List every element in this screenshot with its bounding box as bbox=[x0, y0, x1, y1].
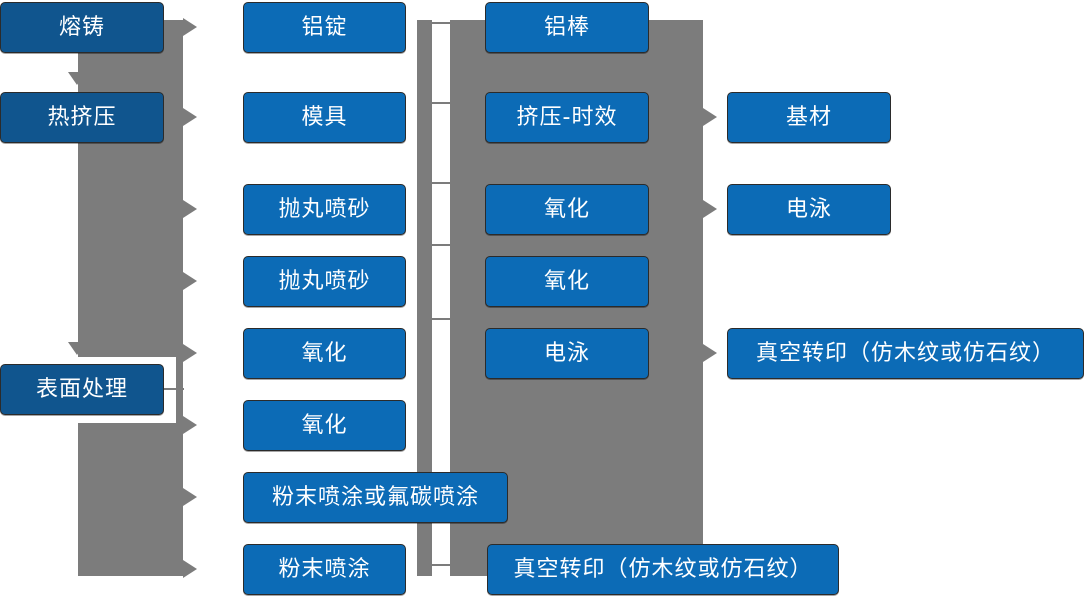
step-electrophoresis-label: 电泳 bbox=[543, 340, 590, 366]
input-die-mold[interactable]: 模具 bbox=[243, 92, 406, 143]
input-powder-coating-label: 粉末喷涂 bbox=[278, 556, 371, 582]
tie-electrophoresis bbox=[432, 318, 454, 320]
arrow-to-shot-blasting-1 bbox=[183, 200, 197, 218]
input-oxidation-1-label: 氧化 bbox=[301, 340, 348, 366]
stage-hot-extrusion-label: 热挤压 bbox=[47, 104, 117, 130]
step-oxidation-2[interactable]: 氧化 bbox=[485, 256, 649, 307]
step-extrusion-aging[interactable]: 挤压-时效 bbox=[485, 92, 649, 143]
input-shot-blasting-2-label: 抛丸喷砂 bbox=[278, 268, 371, 294]
input-oxidation-1[interactable]: 氧化 bbox=[243, 328, 406, 379]
input-shot-blasting-1-label: 抛丸喷砂 bbox=[278, 196, 371, 222]
step-vacuum-transfer-print-label: 真空转印（仿木纹或仿石纹） bbox=[513, 556, 813, 582]
arrow-to-powder-or-pvdf-coating bbox=[183, 488, 197, 506]
output-substrate[interactable]: 基材 bbox=[727, 92, 891, 143]
tie-extrusion-aging bbox=[432, 102, 454, 104]
output-electrophoresis-label: 电泳 bbox=[785, 196, 832, 222]
connector-trunk-left-lower bbox=[176, 357, 183, 423]
arrow-to-substrate bbox=[703, 108, 717, 126]
input-oxidation-2-label: 氧化 bbox=[301, 412, 348, 438]
output-vacuum-transfer-print[interactable]: 真空转印（仿木纹或仿石纹） bbox=[727, 328, 1084, 379]
input-shot-blasting-2[interactable]: 抛丸喷砂 bbox=[243, 256, 406, 307]
stage-hot-extrusion[interactable]: 热挤压 bbox=[0, 92, 164, 143]
step-aluminum-rod-label: 铝棒 bbox=[543, 14, 590, 40]
arrow-down-melting-to-extrusion bbox=[68, 72, 86, 85]
input-die-mold-label: 模具 bbox=[301, 104, 348, 130]
input-aluminum-ingot-label: 铝锭 bbox=[301, 14, 348, 40]
arrow-to-aluminum-ingot bbox=[183, 18, 197, 36]
arrow-to-die-mold bbox=[183, 108, 197, 126]
input-powder-or-pvdf-coating-label: 粉末喷涂或氟碳喷涂 bbox=[271, 484, 479, 510]
tie-oxidation-2 bbox=[432, 244, 454, 246]
input-aluminum-ingot[interactable]: 铝锭 bbox=[243, 2, 406, 53]
step-oxidation-2-label: 氧化 bbox=[543, 268, 590, 294]
arrow-to-powder-coating bbox=[183, 560, 197, 578]
arrow-to-shot-blasting-2 bbox=[183, 272, 197, 290]
arrow-to-vacuum-transfer-output bbox=[703, 344, 717, 362]
step-vacuum-transfer-print[interactable]: 真空转印（仿木纹或仿石纹） bbox=[487, 544, 839, 595]
connector-surface-treatment-stub bbox=[164, 388, 184, 390]
step-aluminum-rod[interactable]: 铝棒 bbox=[485, 2, 649, 53]
step-oxidation-1-label: 氧化 bbox=[543, 196, 590, 222]
tie-vacuum-transfer bbox=[432, 564, 454, 566]
output-electrophoresis[interactable]: 电泳 bbox=[727, 184, 891, 235]
stage-surface-treatment[interactable]: 表面处理 bbox=[0, 364, 164, 415]
stage-surface-treatment-label: 表面处理 bbox=[35, 376, 128, 402]
arrow-to-oxidation-2 bbox=[183, 416, 197, 434]
step-extrusion-aging-label: 挤压-时效 bbox=[516, 104, 618, 130]
output-vacuum-transfer-print-label: 真空转印（仿木纹或仿石纹） bbox=[755, 340, 1055, 366]
input-powder-coating[interactable]: 粉末喷涂 bbox=[243, 544, 406, 595]
input-oxidation-2[interactable]: 氧化 bbox=[243, 400, 406, 451]
input-powder-or-pvdf-coating[interactable]: 粉末喷涂或氟碳喷涂 bbox=[243, 472, 508, 523]
output-substrate-label: 基材 bbox=[785, 104, 832, 130]
arrow-to-oxidation-1 bbox=[183, 344, 197, 362]
stage-melting-casting[interactable]: 熔铸 bbox=[0, 2, 164, 53]
connector-rail-mid bbox=[417, 20, 432, 576]
arrow-down-extrusion-to-surface bbox=[68, 342, 86, 355]
step-oxidation-1[interactable]: 氧化 bbox=[485, 184, 649, 235]
tie-aluminum-rod bbox=[432, 22, 454, 24]
step-electrophoresis[interactable]: 电泳 bbox=[485, 328, 649, 379]
input-shot-blasting-1[interactable]: 抛丸喷砂 bbox=[243, 184, 406, 235]
arrow-to-electrophoresis-output bbox=[703, 200, 717, 218]
tie-oxidation-1 bbox=[432, 182, 454, 184]
stage-melting-casting-label: 熔铸 bbox=[58, 14, 105, 40]
